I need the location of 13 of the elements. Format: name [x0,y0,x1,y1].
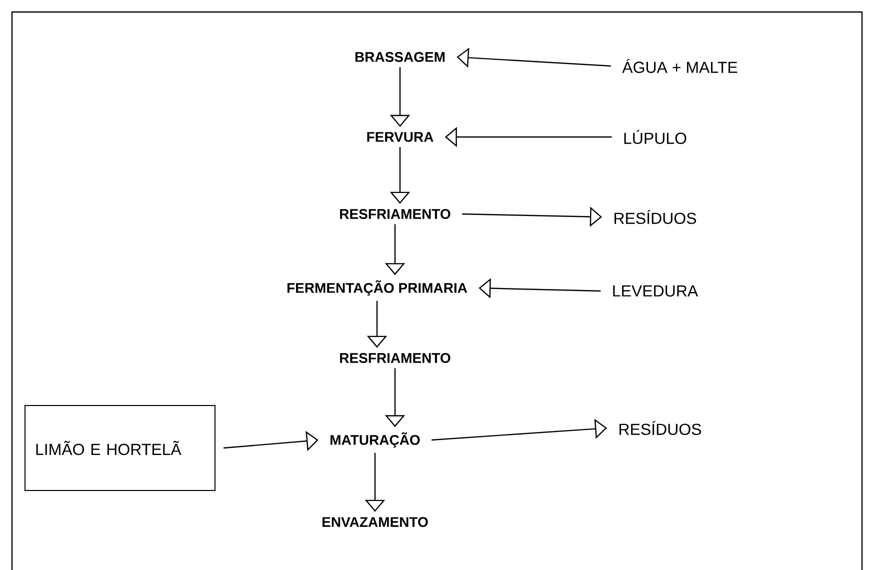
process-step-label: RESFRIAMENTO [340,209,450,219]
input-label: ÁGUA + MALTE [622,58,738,73]
process-step-label: BRASSAGEM [355,52,445,62]
input-label: RESÍDUOS [614,210,696,224]
process-step-label: FERMENTAÇÃO PRIMARIA [287,280,468,296]
process-step-label: FERVURA [367,132,434,142]
input-box: LIMÃO E HORTELÃ [24,405,216,491]
process-step-label: ENVAZAMENTO [322,517,428,527]
process-step-label: RESFRIAMENTO [340,353,450,363]
input-label: LÚPULO [624,130,686,144]
input-label: RESÍDUOS [620,420,702,436]
input-label: LEVEDURA [613,285,698,297]
process-step-label: MATURAÇÃO [330,432,420,448]
